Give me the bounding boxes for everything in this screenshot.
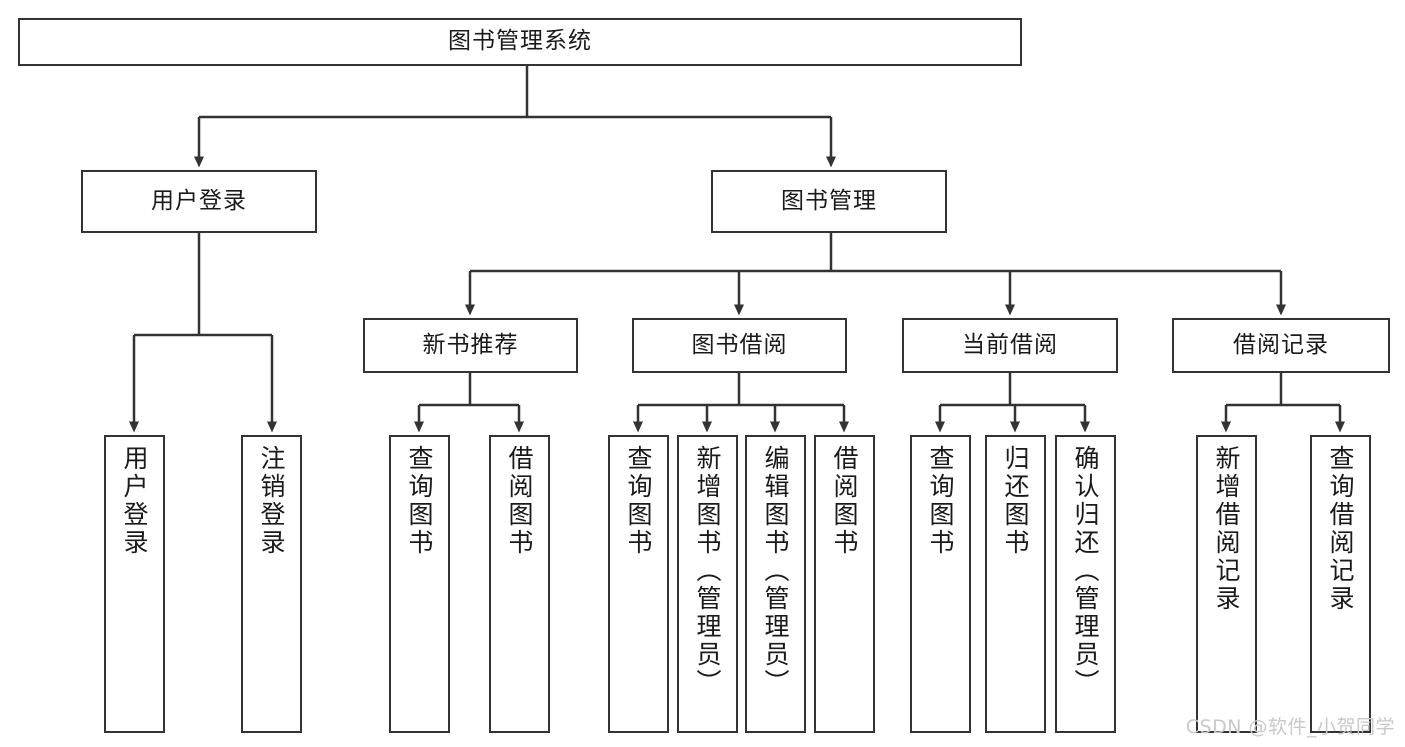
watermark-text: CSDN @软件_小贺同学 (1185, 716, 1395, 738)
node-leaf-confirm-return-label: 确认归还（管理员） (1071, 445, 1100, 697)
node-leaf-query-book-rec-label: 查询图书 (405, 445, 434, 557)
node-leaf-borrow-book[interactable]: 借阅图书 (814, 435, 875, 733)
node-leaf-query-record[interactable]: 查询借阅记录 (1310, 435, 1371, 733)
node-leaf-query-record-label: 查询借阅记录 (1326, 445, 1355, 613)
node-current-borrow-label: 当前借阅 (962, 331, 1058, 358)
node-root[interactable]: 图书管理系统 (18, 18, 1022, 66)
node-book-borrow-label: 图书借阅 (691, 331, 788, 358)
node-leaf-add-record-label: 新增借阅记录 (1212, 445, 1241, 613)
node-leaf-add-book[interactable]: 新增图书（管理员） (677, 435, 738, 733)
node-leaf-add-book-label: 新增图书（管理员） (693, 445, 722, 697)
node-leaf-query-book-current[interactable]: 查询图书 (910, 435, 971, 733)
node-leaf-user-logout[interactable]: 注销登录 (241, 435, 302, 733)
node-leaf-query-book-borrow[interactable]: 查询图书 (608, 435, 669, 733)
node-user-login-label: 用户登录 (151, 187, 247, 214)
node-leaf-user-login-label: 用户登录 (120, 445, 149, 557)
node-book-manage-label: 图书管理 (781, 187, 877, 214)
node-leaf-borrow-book-rec-label: 借阅图书 (505, 445, 534, 557)
node-book-manage[interactable]: 图书管理 (711, 170, 947, 233)
node-new-book-recommend[interactable]: 新书推荐 (363, 318, 578, 373)
node-leaf-query-book-rec[interactable]: 查询图书 (389, 435, 450, 733)
node-leaf-query-book-current-label: 查询图书 (926, 445, 955, 557)
node-leaf-user-login[interactable]: 用户登录 (104, 435, 165, 733)
node-leaf-query-book-borrow-label: 查询图书 (624, 445, 653, 557)
node-leaf-borrow-book-rec[interactable]: 借阅图书 (489, 435, 550, 733)
node-leaf-borrow-book-label: 借阅图书 (830, 445, 859, 557)
node-leaf-return-book[interactable]: 归还图书 (985, 435, 1046, 733)
node-leaf-confirm-return[interactable]: 确认归还（管理员） (1055, 435, 1116, 733)
node-leaf-return-book-label: 归还图书 (1001, 445, 1030, 557)
node-user-login[interactable]: 用户登录 (81, 170, 317, 233)
node-current-borrow[interactable]: 当前借阅 (902, 318, 1118, 373)
node-borrow-record-label: 借阅记录 (1233, 331, 1329, 358)
node-leaf-add-record[interactable]: 新增借阅记录 (1196, 435, 1257, 733)
node-book-borrow[interactable]: 图书借阅 (632, 318, 847, 373)
node-leaf-edit-book-label: 编辑图书（管理员） (761, 445, 790, 697)
node-borrow-record[interactable]: 借阅记录 (1172, 318, 1390, 373)
node-new-book-recommend-label: 新书推荐 (422, 331, 519, 358)
node-root-label: 图书管理系统 (448, 28, 592, 55)
node-leaf-edit-book[interactable]: 编辑图书（管理员） (745, 435, 806, 733)
node-leaf-user-logout-label: 注销登录 (257, 445, 286, 557)
